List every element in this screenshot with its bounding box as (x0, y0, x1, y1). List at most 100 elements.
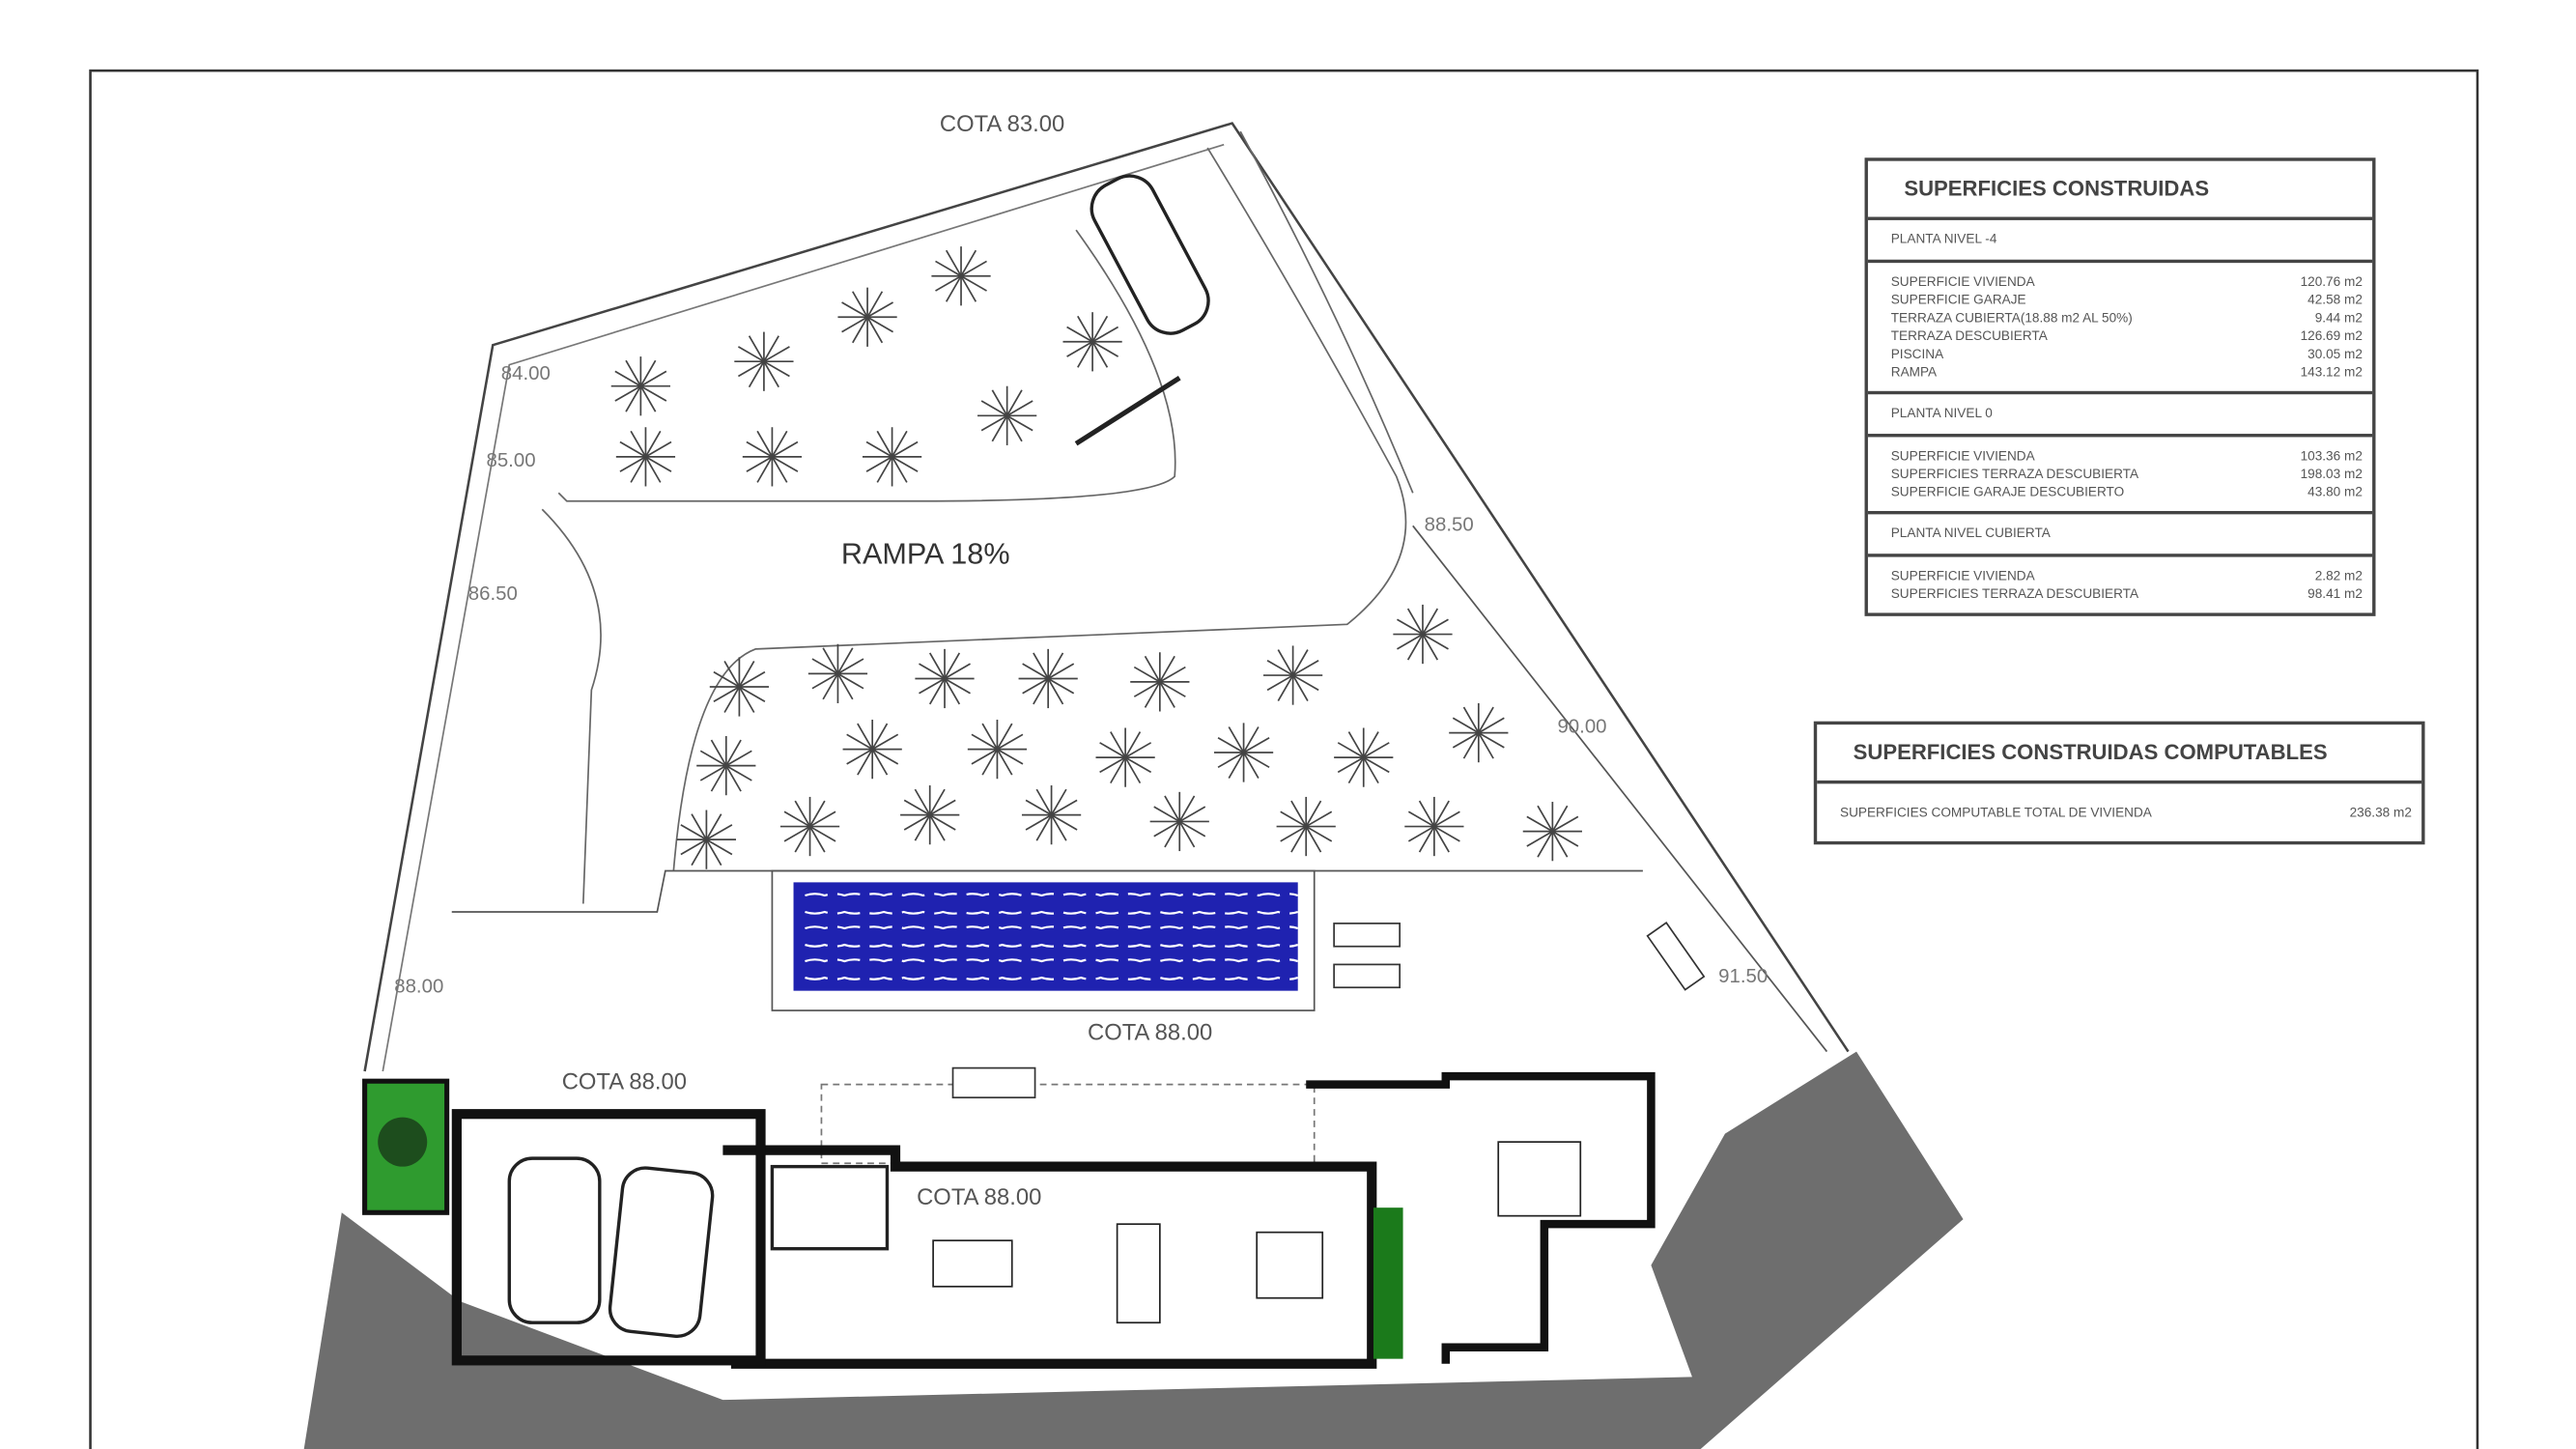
cota-pool-label: COTA 88.00 (1087, 1018, 1213, 1045)
table-row: SUPERFICIE GARAJE 42.58 m2 (1891, 291, 2363, 309)
tree-icon (1149, 791, 1209, 852)
tree-icon (779, 796, 840, 857)
row-value: 143.12 m2 (2300, 364, 2363, 380)
level-label: 86.50 (467, 582, 518, 605)
section-rows: SUPERFICIE VIVIENDA 2.82 m2 SUPERFICIES TE… (1868, 557, 2372, 613)
level-label: 91.50 (1718, 964, 1769, 988)
section-header: PLANTA NIVEL 0 (1867, 394, 2373, 438)
computable-table-title: SUPERFICIES CONSTRUIDAS COMPUTABLES (1817, 724, 2422, 784)
terrain-section (303, 1051, 1964, 1449)
tree-icon (1130, 652, 1190, 712)
row-value: 9.44 m2 (2314, 310, 2363, 326)
tree-icon (1213, 723, 1274, 782)
cota-top-label: COTA 83.00 (939, 109, 1065, 137)
level-label: 88.50 (1424, 512, 1474, 536)
tree-icon (709, 657, 770, 717)
tree-icon (1522, 802, 1582, 862)
row-value: 120.76 m2 (2300, 274, 2363, 290)
tree-icon (1449, 702, 1509, 763)
pool-water-lines (805, 893, 1299, 980)
tree-icon (931, 246, 991, 306)
row-value: 103.36 m2 (2300, 448, 2363, 464)
row-label: SUPERFICIE VIVIENDA (1890, 568, 2035, 583)
outdoor-table (1646, 922, 1706, 991)
row-label: SUPERFICIES TERRAZA DESCUBIERTA (1890, 586, 2139, 602)
tree-icon (615, 427, 676, 487)
surfaces-table-title: SUPERFICIES CONSTRUIDAS (1867, 161, 2373, 220)
computable-surfaces-table: SUPERFICIES CONSTRUIDAS COMPUTABLES SUPE… (1813, 721, 2425, 845)
cota-house-label: COTA 88.00 (917, 1182, 1042, 1209)
ramp-label: RAMPA 18% (840, 537, 1010, 571)
row-label: TERRAZA DESCUBIERTA (1890, 328, 2048, 344)
row-value: 236.38 m2 (2349, 805, 2412, 820)
tree-icon (1393, 604, 1453, 665)
cota-garage-label: COTA 88.00 (561, 1067, 688, 1094)
tree-icon (742, 427, 803, 487)
tree-icon (1276, 796, 1336, 857)
row-label: PISCINA (1890, 346, 1944, 362)
table-row: SUPERFICIE VIVIENDA 120.76 m2 (1891, 272, 2363, 291)
row-label: SUPERFICIE VIVIENDA (1890, 448, 2035, 464)
table-row: RAMPA 143.12 m2 (1891, 363, 2363, 382)
row-label: SUPERFICIES COMPUTABLE TOTAL DE VIVIENDA (1840, 805, 2152, 820)
row-label: SUPERFICIES TERRAZA DESCUBIERTA (1890, 467, 2139, 482)
tree-icon (837, 287, 897, 347)
level-label: 88.00 (394, 974, 444, 998)
row-label: SUPERFICIE GARAJE DESCUBIERTO (1890, 484, 2125, 500)
tree-icon (900, 785, 960, 845)
pool-surround (771, 869, 1316, 1011)
tree-icon (977, 385, 1037, 445)
row-value: 198.03 m2 (2300, 467, 2363, 482)
row-value: 98.41 m2 (2307, 586, 2363, 602)
tree-icon (807, 643, 868, 703)
ramp-outer-edge (672, 147, 1407, 871)
level-label: 90.00 (1557, 714, 1607, 738)
table-row: SUPERFICIES TERRAZA DESCUBIERTA 198.03 m2 (1891, 465, 2363, 483)
tree-icon (734, 331, 794, 391)
tree-icon (967, 719, 1028, 780)
table-row: SUPERFICIE VIVIENDA 103.36 m2 (1891, 447, 2363, 466)
tree-icon (1062, 312, 1122, 372)
car-icon (1090, 174, 1210, 335)
section-header: PLANTA NIVEL -4 (1867, 220, 2373, 264)
section-header: PLANTA NIVEL CUBIERTA (1867, 514, 2373, 557)
surfaces-table: SUPERFICIES CONSTRUIDAS PLANTA NIVEL -4 S… (1864, 157, 2376, 616)
ramp-inner-edge (557, 229, 1176, 502)
ramp-gate (1074, 376, 1181, 446)
row-value: 2.82 m2 (2314, 568, 2363, 583)
table-row: SUPERFICIES TERRAZA DESCUBIERTA 98.41 m2 (1891, 585, 2363, 604)
tree-icon (1404, 796, 1464, 857)
ramp-lower-edge (541, 508, 602, 904)
table-row: SUPERFICIE VIVIENDA 2.82 m2 (1891, 567, 2363, 585)
row-label: SUPERFICIE GARAJE (1890, 292, 2026, 308)
ramp-outer-curve (1239, 130, 1414, 494)
tree-icon (610, 356, 670, 416)
tree-icon (862, 427, 922, 487)
table-row: SUPERFICIES COMPUTABLE TOTAL DE VIVIENDA… (1840, 804, 2412, 822)
level-label: 85.00 (486, 448, 536, 472)
tree-icon (1262, 645, 1323, 705)
table-row: TERRAZA CUBIERTA(18.88 m2 AL 50%)9.44 m2 (1891, 309, 2363, 327)
pool (793, 882, 1298, 991)
level-label: 84.00 (500, 361, 551, 385)
row-label: SUPERFICIE VIVIENDA (1890, 274, 2035, 290)
tree-icon (915, 648, 975, 709)
row-value: 30.05 m2 (2307, 346, 2363, 362)
row-value: 126.69 m2 (2300, 328, 2363, 344)
tree-group (610, 246, 1582, 869)
tree-icon (1095, 727, 1155, 787)
tree-icon (1021, 785, 1082, 845)
house-floor-plan (362, 1066, 1656, 1369)
tree-icon (1334, 727, 1394, 787)
row-label: RAMPA (1890, 364, 1938, 380)
sheet-frame (89, 69, 2479, 1449)
row-value: 42.58 m2 (2307, 292, 2363, 308)
lot-inner-wall (382, 143, 1225, 1072)
tree-icon (676, 810, 737, 869)
tree-icon (842, 719, 902, 780)
